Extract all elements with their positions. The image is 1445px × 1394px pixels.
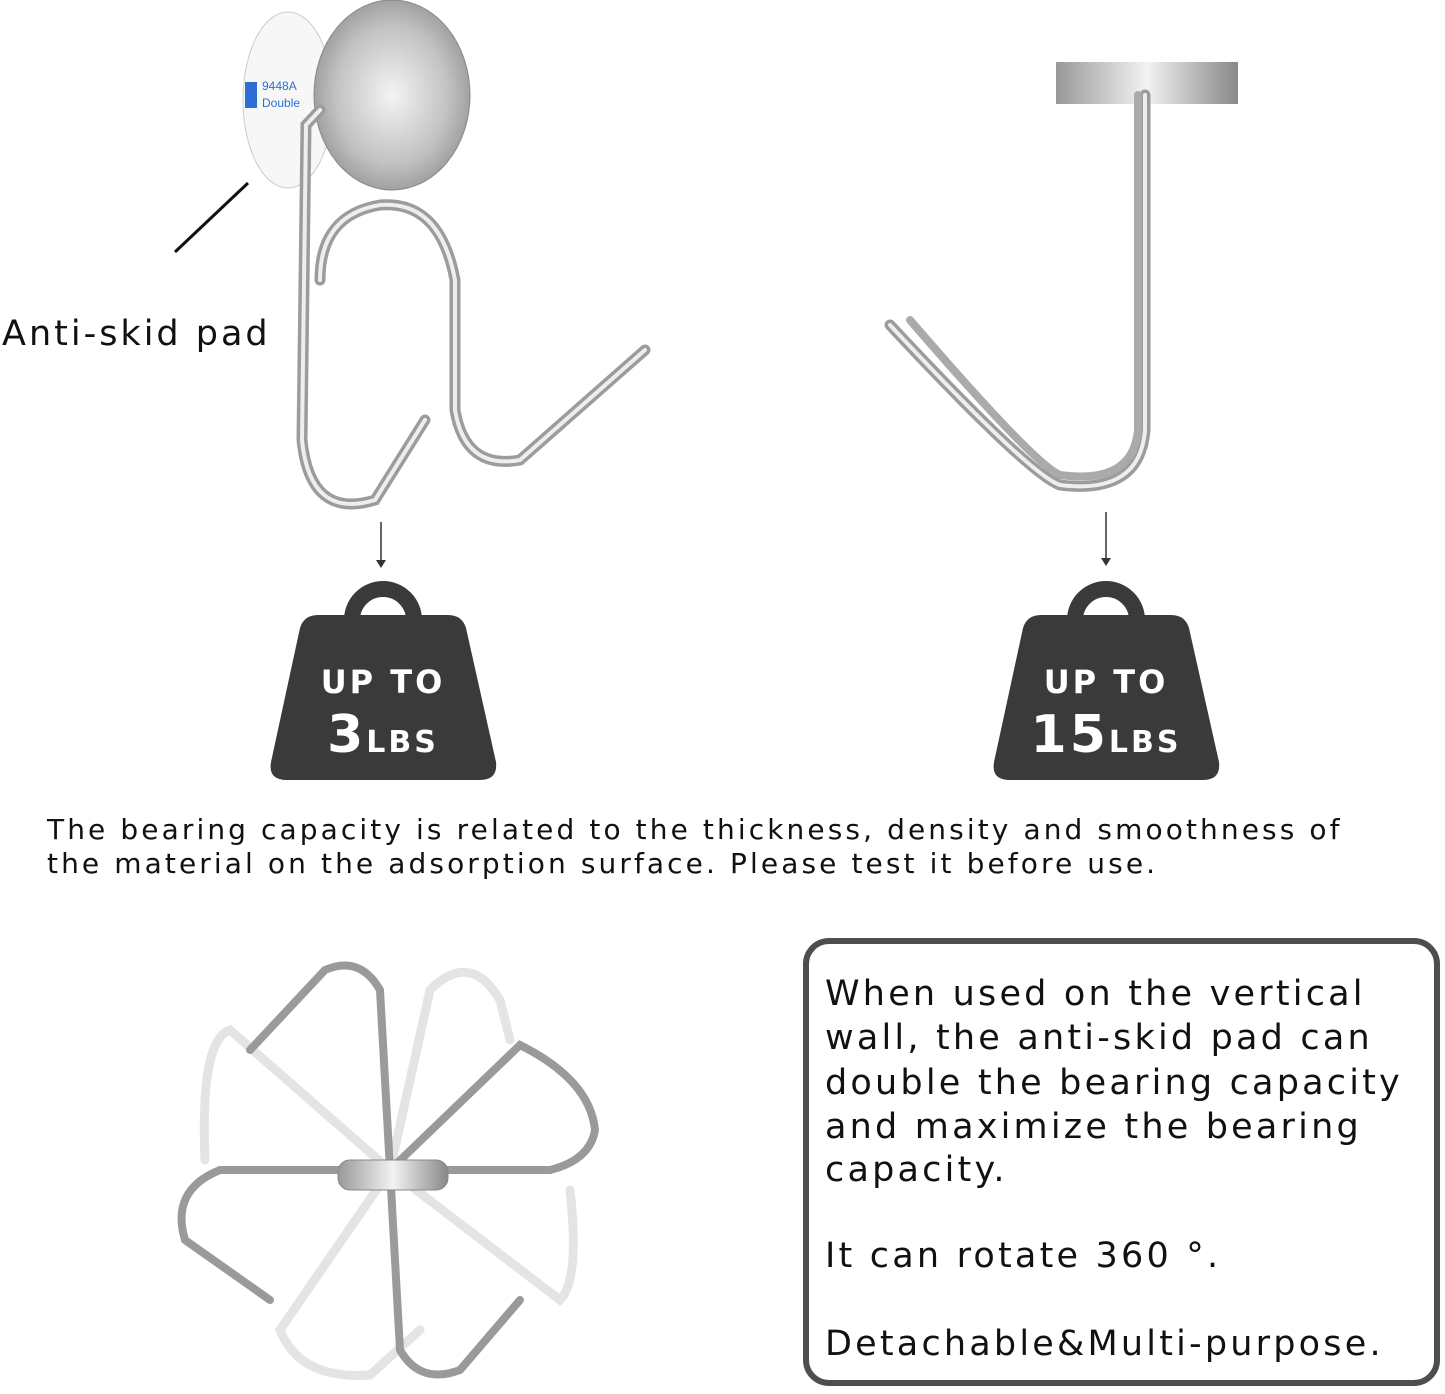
info-line: When used on the vertical xyxy=(825,974,1366,1014)
pad-print: 9448A Double xyxy=(262,79,301,110)
single-hook-image xyxy=(884,62,1238,492)
weight-badge-3lbs: UP TO 3LBS xyxy=(268,575,498,780)
pointer-line xyxy=(173,181,250,254)
arrow-down-icon xyxy=(376,522,386,568)
rotation-illustration xyxy=(177,961,600,1380)
double-hook-image xyxy=(173,0,651,510)
weight-badge-15lbs: UP TO 15LBS xyxy=(991,575,1221,780)
arrow-down-icon xyxy=(1101,512,1111,566)
capacity-note-line2: the material on the adsorption surface. … xyxy=(47,847,1159,880)
weight-up-to: UP TO xyxy=(320,663,446,701)
weight-icon xyxy=(993,581,1220,780)
info-line: and maximize the bearing xyxy=(825,1107,1362,1147)
info-line: double the bearing capacity xyxy=(825,1063,1403,1103)
metal-disc xyxy=(313,0,471,191)
info-line: wall, the anti-skid pad can xyxy=(825,1018,1373,1058)
info-line: capacity. xyxy=(825,1150,1008,1190)
weight-up-to: UP TO xyxy=(1043,663,1169,701)
weight-value: 15LBS xyxy=(1030,705,1182,765)
capacity-note-line1: The bearing capacity is related to the t… xyxy=(47,813,1343,846)
anti-skid-pad-label: Anti-skid pad xyxy=(2,314,271,354)
info-box: When used on the vertical wall, the anti… xyxy=(803,938,1440,1386)
weight-icon xyxy=(270,581,497,780)
pad-logo xyxy=(245,82,257,108)
rotate-text: It can rotate 360 °. xyxy=(825,1236,1222,1276)
detachable-text: Detachable&Multi-purpose. xyxy=(825,1324,1384,1364)
weight-value: 3LBS xyxy=(327,705,439,765)
